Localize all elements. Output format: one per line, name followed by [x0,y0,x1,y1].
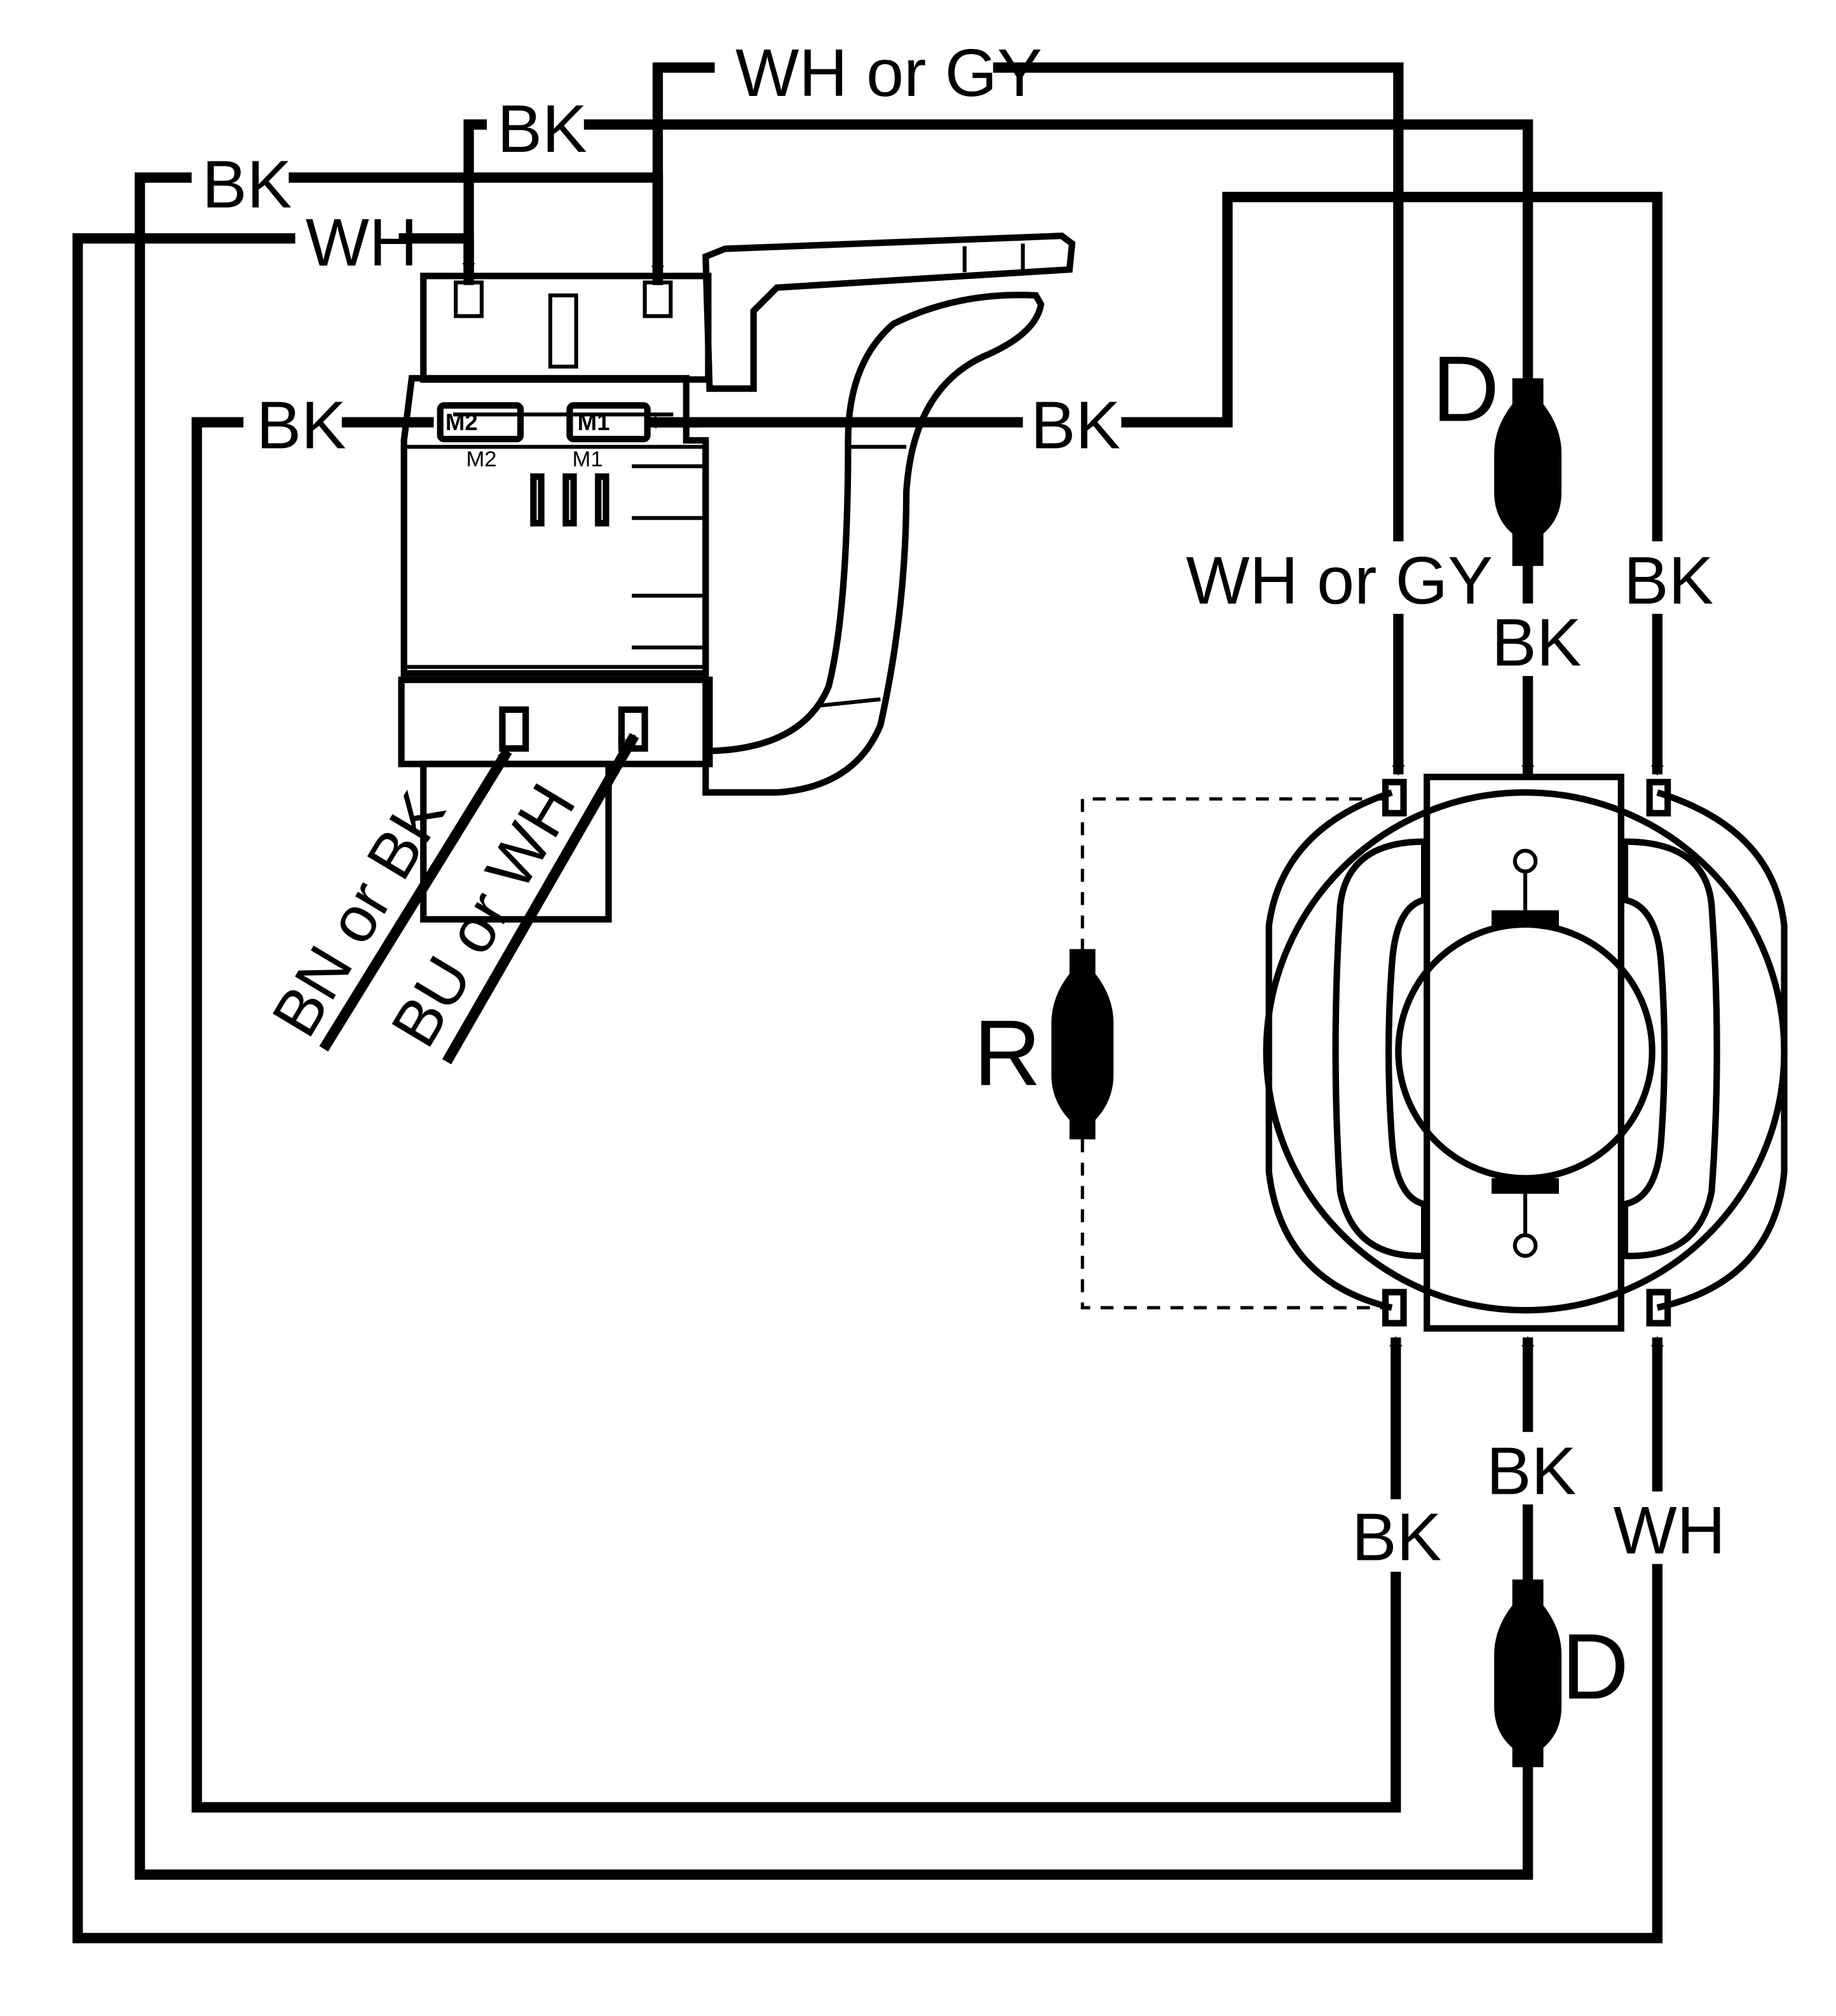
label-resistor: R [974,1001,1041,1106]
trigger-lever [702,233,1076,392]
motor-terminal-bl [1382,1289,1407,1327]
brush-bottom [1492,1178,1560,1194]
label-bk-outer: BK [202,147,292,222]
field-coil-right [1621,838,1720,1259]
label-bk-motor-bottom-left: BK [1352,1499,1441,1574]
label-masks [191,36,1704,1572]
motor-terminal-br [1646,1289,1671,1327]
brush-top [1492,910,1560,926]
resistor-body [1051,949,1114,1140]
label-diode-top: D [1432,337,1499,442]
switch-plug [420,761,612,923]
motor-brush-plate [1424,773,1624,1332]
trigger-switch: M2 M1 M2 M1 [398,233,1076,923]
motor [1263,773,1788,1332]
wire-bu-or-wh [442,733,639,1065]
motor-terminal-tr [1646,778,1671,816]
label-wh-outer: WH [306,205,418,280]
label-wh-motor-bottom-right: WH [1614,1493,1725,1568]
m2-caption: M2 [466,447,496,471]
motor-terminal-tl [1382,778,1407,816]
armature [1395,921,1656,1182]
label-diode-bottom: D [1561,1614,1629,1719]
diode-top [1494,378,1562,566]
label-wh-or-gy-top: WH or GY [735,36,1042,111]
wire-bk-outer-left [134,172,1533,1880]
m2-tab-label: M2 [445,409,478,435]
trigger-grip [702,292,1045,796]
diode-bottom [1494,1580,1562,1768]
resistor-r [1051,797,1385,1309]
m1-caption: M1 [573,447,603,471]
label-bk-motor-right: BK [1624,543,1713,618]
m2-tab [437,402,524,443]
switch-body [400,375,709,677]
wire-bn-or-bk [319,748,512,1052]
label-bk-motor-bottom-center: BK [1486,1434,1576,1509]
m1-tab-label: M1 [578,409,610,435]
wire-bk-top-to-diode [463,119,1533,402]
label-bk-m1: BK [1031,388,1120,463]
switch-top-block [420,273,712,383]
wire-wh-outer [72,233,1664,1944]
switch-base [398,676,713,768]
label-bk-m2: BK [256,388,346,463]
m1-tab [566,402,651,443]
label-wh-or-gy-motor: WH or GY [1186,543,1493,618]
wire-bk-m2 [191,417,1403,1813]
field-coil-left [1332,838,1428,1259]
label-bk-motor-center: BK [1492,605,1581,680]
label-bk-top: BK [497,91,587,166]
